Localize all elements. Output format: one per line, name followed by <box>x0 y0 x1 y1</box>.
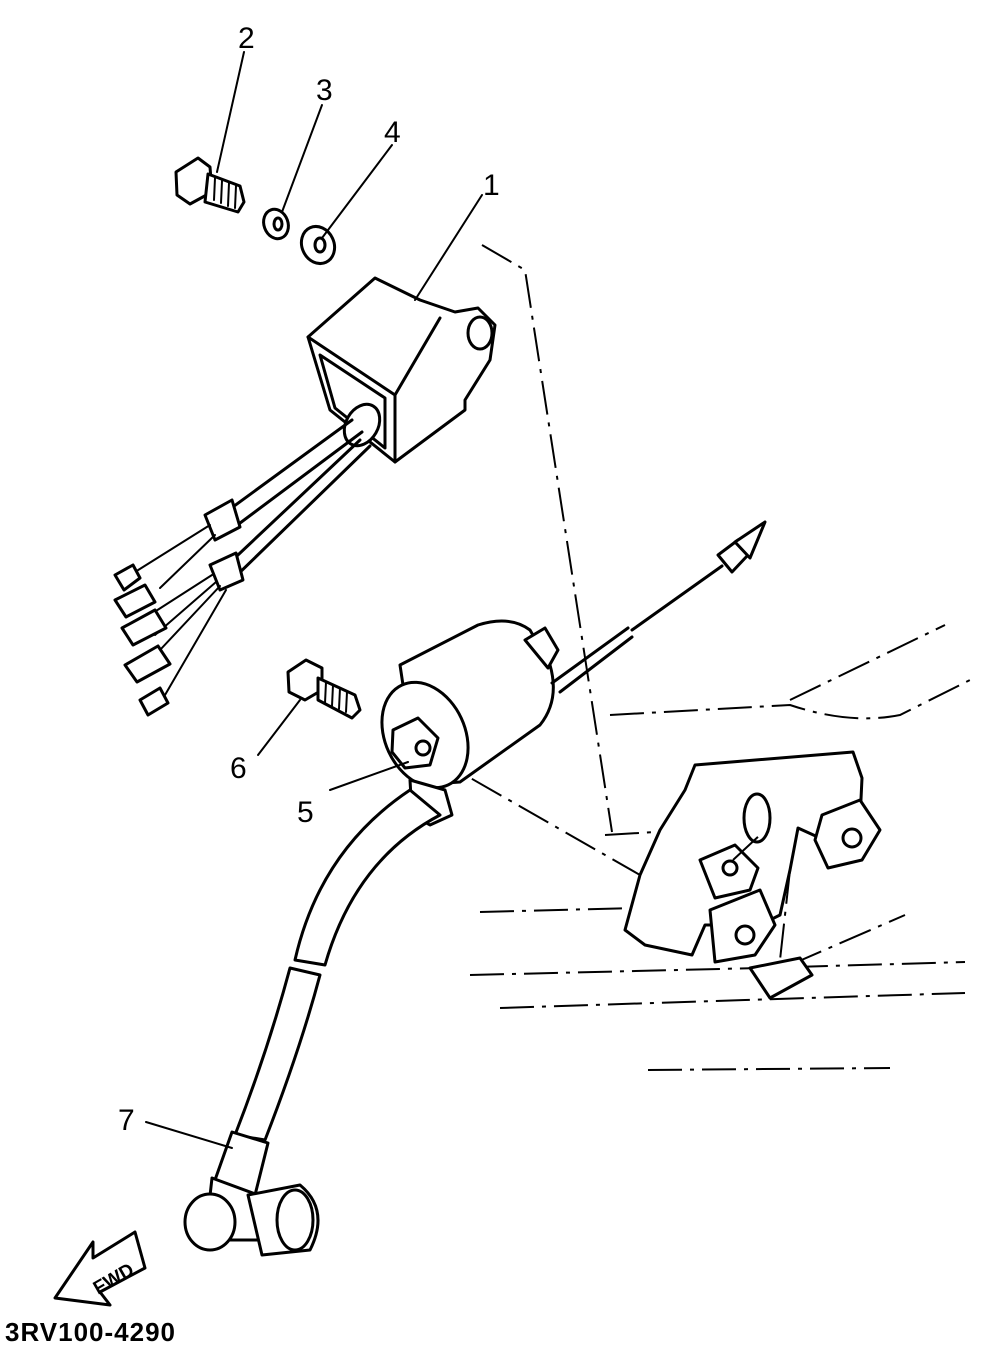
coil-mount-bolt <box>286 658 362 720</box>
ignition-coil <box>380 520 767 827</box>
callout-1: 1 <box>483 169 500 202</box>
callout-5: 5 <box>297 796 314 829</box>
cdi-unit <box>213 276 497 582</box>
mounting-bracket <box>623 750 882 1000</box>
cdi-wire-harness <box>113 498 245 717</box>
plain-washer <box>299 225 337 265</box>
callout-3: 3 <box>316 74 333 107</box>
callout-4: 4 <box>384 116 401 149</box>
spark-plug-lead <box>183 788 442 1257</box>
drawing-number: 3RV100-4290 <box>5 1317 176 1347</box>
callout-6: 6 <box>230 752 247 785</box>
bolt <box>174 156 246 214</box>
callout-7: 7 <box>118 1104 135 1137</box>
callout-2: 2 <box>238 22 255 55</box>
forward-direction-arrow: FWD <box>53 1230 147 1307</box>
assembly-leader-lines <box>424 244 791 961</box>
spring-washer <box>262 207 290 241</box>
callout-leaders <box>145 51 483 1149</box>
